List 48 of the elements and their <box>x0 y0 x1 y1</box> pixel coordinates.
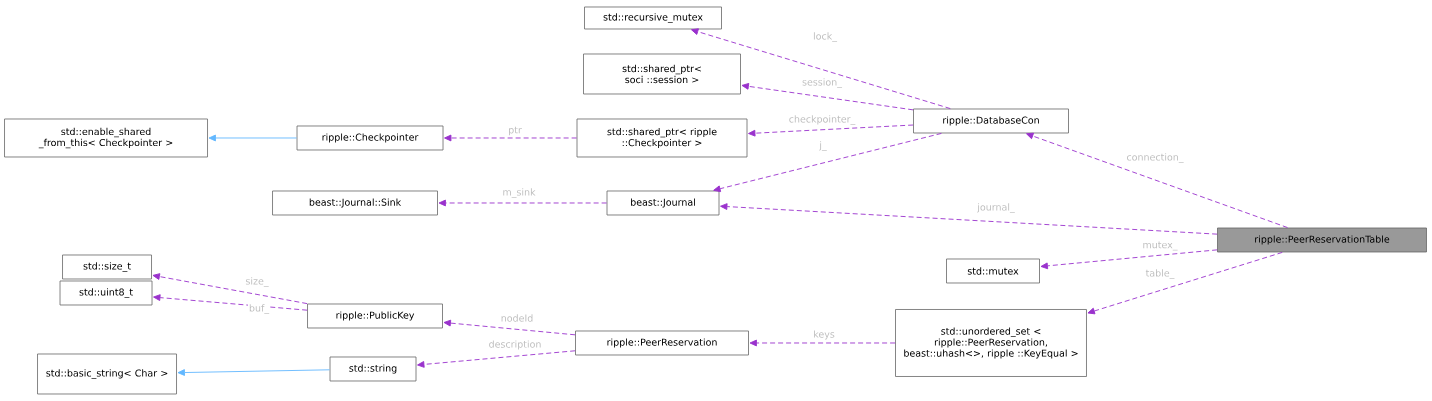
arrow <box>741 83 914 111</box>
class-box: std::basic_string< Char > <box>37 353 177 395</box>
edge-label: size_ <box>244 276 270 288</box>
class-box: ripple::Checkpointer <box>296 125 444 151</box>
class-box: beast::Journal <box>606 190 720 216</box>
class-box: beast::Journal::Sink <box>272 190 438 216</box>
arrow <box>720 203 1218 235</box>
class-box: std::shared_ptr< ripple ::Checkpointer > <box>576 118 748 158</box>
arrow <box>417 350 576 368</box>
class-box: std::mutex <box>946 258 1040 284</box>
class-box: std::enable_shared _from_this< Checkpointer > <box>4 118 208 158</box>
arrow <box>713 132 942 193</box>
edge-label: nodeId <box>499 313 535 323</box>
arrow <box>444 134 578 142</box>
edge-label: session_ <box>801 77 843 89</box>
class-box: std::string <box>329 356 417 382</box>
arrow <box>1040 249 1218 270</box>
class-box: std::recursive_mutex <box>584 6 722 30</box>
edge-label: description <box>487 339 543 351</box>
edge-label: keys <box>812 329 836 341</box>
arrow <box>177 369 331 376</box>
arrow <box>1087 251 1283 315</box>
arrow <box>691 28 951 110</box>
edge-label: lock_ <box>812 31 838 43</box>
edge-label: connection_ <box>1125 152 1185 164</box>
edge-label: journal_ <box>976 202 1016 214</box>
edge-label: table_ <box>1144 268 1176 280</box>
edge-label: m_sink <box>501 187 537 199</box>
class-box: std::size_t <box>62 254 152 280</box>
edge-label: mutex_ <box>1141 240 1179 252</box>
arrow <box>208 134 298 142</box>
class-box: ripple::PeerReservationTable <box>1217 227 1427 253</box>
arrow <box>443 319 576 336</box>
class-box: ripple::PublicKey <box>307 303 443 329</box>
edge-label: ptr <box>507 125 523 137</box>
class-box: ripple::DatabaseCon <box>913 108 1069 134</box>
edge-label: checkpointer_ <box>787 114 857 126</box>
arrow <box>152 273 308 305</box>
arrow <box>748 124 914 137</box>
class-box: std::uint8_t <box>59 280 153 306</box>
class-box: ripple::PeerReservation <box>575 330 749 356</box>
arrow <box>153 294 308 311</box>
arrow <box>749 339 896 347</box>
class-box: std::shared_ptr< soci ::session > <box>583 53 741 95</box>
edge-label: buf_ <box>247 303 271 315</box>
arrow <box>438 199 608 207</box>
arrow <box>1026 132 1288 229</box>
class-box: std::unordered_set < ripple::PeerReservation, beast::uhash<>, ripple ::KeyEqual > <box>895 309 1087 377</box>
